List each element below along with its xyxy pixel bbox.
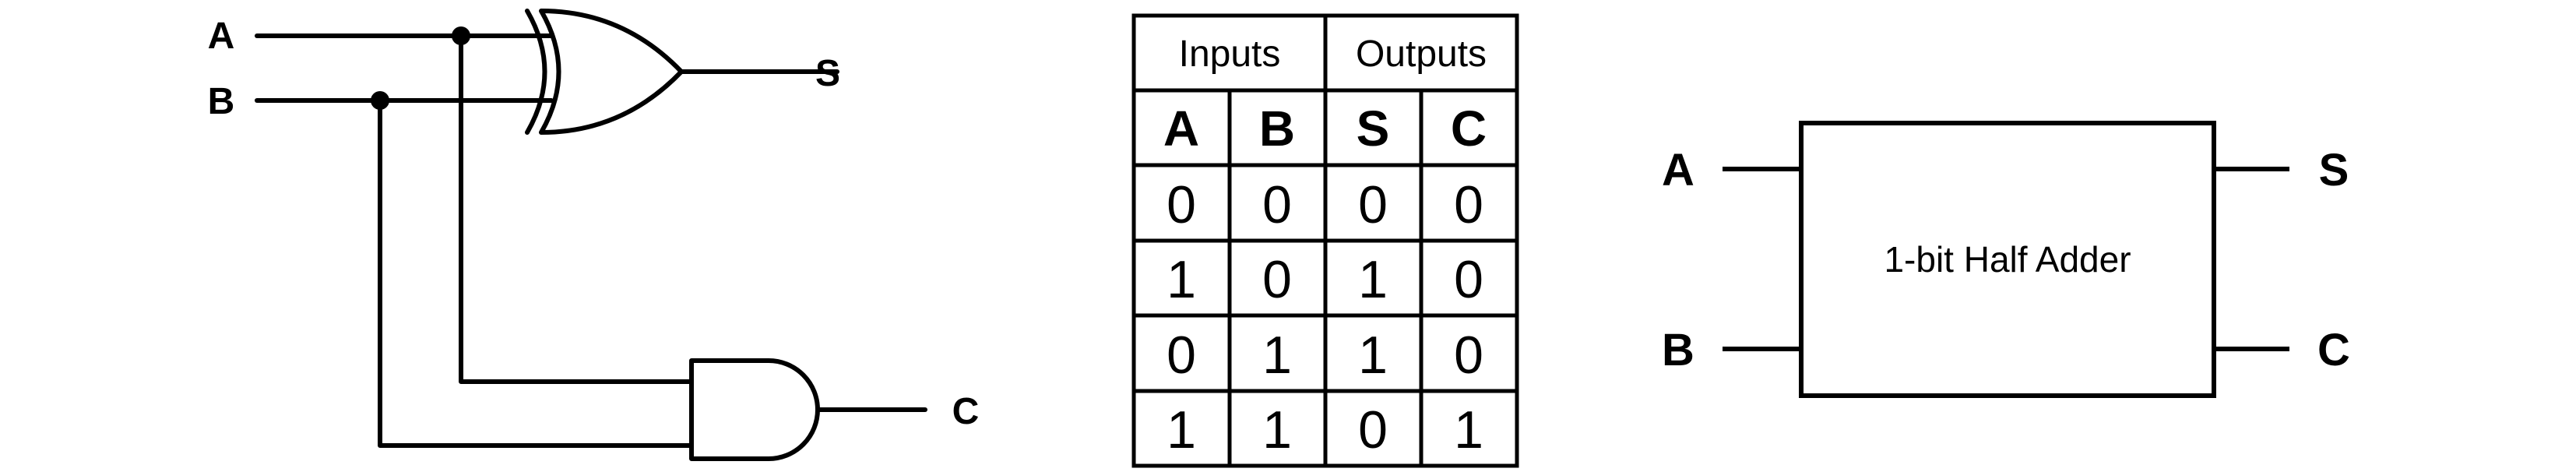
half-adder-block	[1799, 121, 2216, 398]
table-cell: 0	[1454, 326, 1483, 385]
and-gate	[689, 358, 820, 461]
table-group-outputs: Outputs	[1356, 33, 1487, 75]
table-cell: 0	[1262, 250, 1292, 309]
table-col-c: C	[1451, 100, 1487, 157]
block-label-b: B	[1662, 325, 1694, 375]
circuit-label-b: B	[208, 81, 235, 122]
table-cell: 0	[1454, 175, 1483, 234]
logic-circuit	[255, 9, 927, 461]
junction-a	[452, 26, 470, 45]
table-cell: 1	[1454, 400, 1483, 460]
table-col-b: B	[1259, 100, 1295, 157]
circuit-label-s: S	[815, 53, 840, 94]
circuit-label-a: A	[208, 16, 235, 57]
wire-b-branch	[378, 98, 694, 448]
block-title: 1-bit Half Adder	[1884, 239, 2131, 280]
block-label-s: S	[2319, 145, 2349, 195]
wire-a-branch	[459, 33, 694, 384]
truth-table: Inputs Outputs A B S C 0 0 0 0 1 0 1 0 0…	[1131, 13, 1519, 468]
table-cell: 1	[1358, 250, 1388, 309]
table-group-inputs: Inputs	[1179, 33, 1281, 75]
table-col-a: A	[1163, 100, 1199, 157]
table-cell: 0	[1167, 175, 1196, 234]
table-col-s: S	[1357, 100, 1390, 157]
block-diagram: 1-bit Half Adder A B S C	[1662, 121, 2350, 398]
table-cell: 0	[1167, 326, 1196, 385]
table-cell: 0	[1358, 400, 1388, 460]
block-label-a: A	[1662, 145, 1694, 195]
table-cell: 1	[1358, 326, 1388, 385]
xor-gate-input-arc	[525, 9, 547, 135]
circuit-label-c: C	[952, 391, 980, 432]
table-cell: 1	[1167, 400, 1196, 460]
table-cell: 1	[1262, 326, 1292, 385]
xor-gate	[539, 9, 684, 135]
table-cell: 0	[1454, 250, 1483, 309]
junction-b	[371, 91, 389, 110]
table-cell: 1	[1262, 400, 1292, 460]
table-cell: 0	[1358, 175, 1388, 234]
block-label-c: C	[2317, 325, 2350, 375]
table-cell: 0	[1262, 175, 1292, 234]
table-cell: 1	[1167, 250, 1196, 309]
